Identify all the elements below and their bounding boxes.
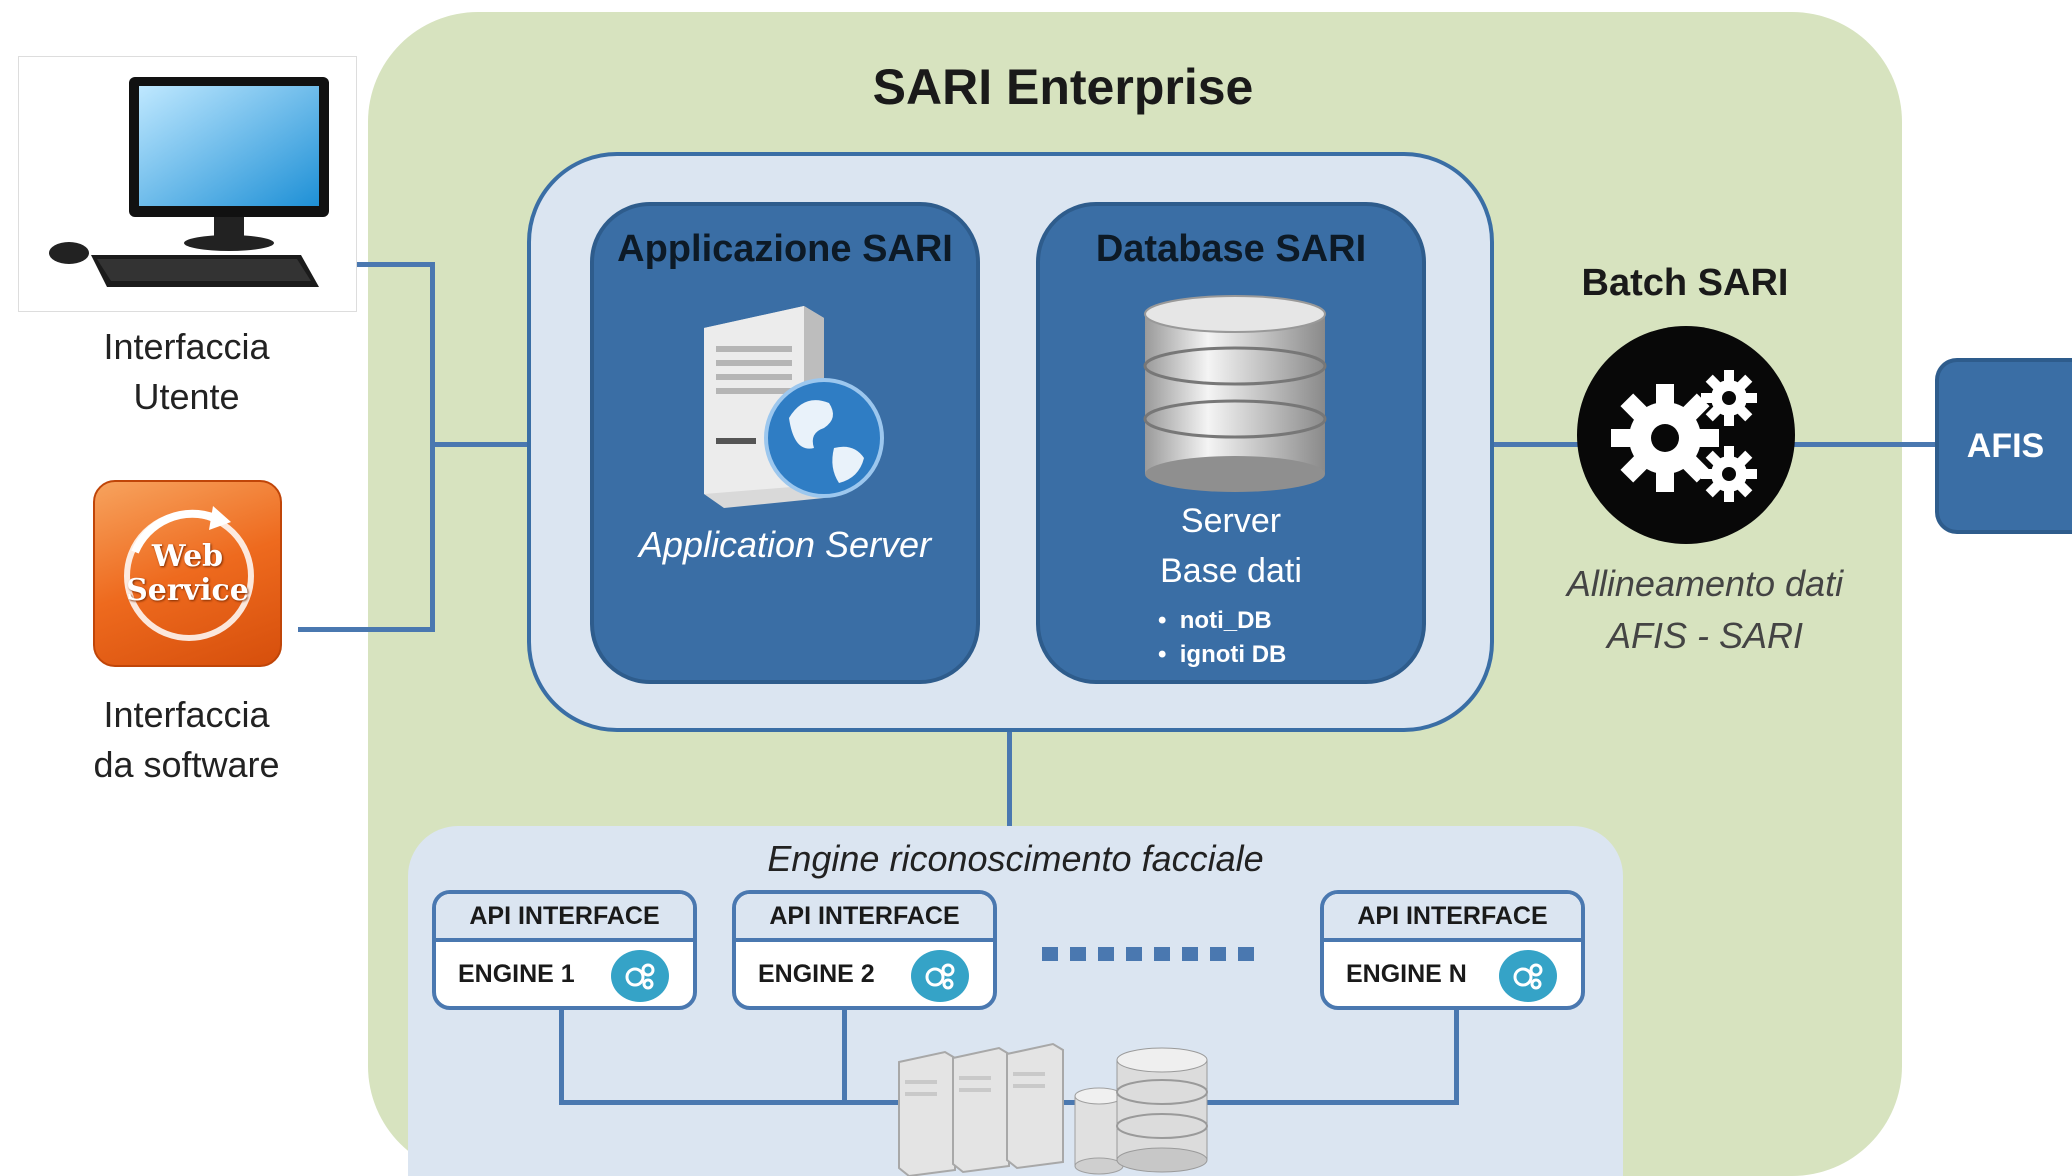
engine-gear-icon (1499, 950, 1557, 1002)
connector-batch-afis (1790, 442, 1940, 447)
afis-box: AFIS (1935, 358, 2072, 534)
application-title: Applicazione SARI (617, 228, 953, 270)
database-icon (1143, 295, 1327, 492)
connector-engineN (1454, 1010, 1459, 1105)
database-bullet-text: ignoti DB (1179, 641, 1287, 668)
pc-image-frame (18, 56, 357, 312)
database-basedati-line: Base dati (1160, 552, 1302, 590)
application-box: Applicazione SARI Application Server (590, 202, 980, 684)
database-bullet-text: noti_DB (1179, 607, 1272, 634)
batch-description: Allineamento dati AFIS - SARI (1510, 558, 1900, 662)
web-service-text: Web Service (126, 539, 249, 608)
connector-core-engines (1007, 732, 1012, 826)
batch-circle (1577, 326, 1795, 544)
engine-api-header: API INTERFACE (736, 894, 993, 942)
database-title: Database SARI (1095, 228, 1367, 270)
engine-api-header: API INTERFACE (1324, 894, 1581, 942)
engines-ellipsis (1042, 947, 1292, 961)
connector-vertical-left (430, 262, 435, 632)
engine-name: ENGINE 2 (758, 960, 875, 988)
engine-card: API INTERFACE ENGINE 1 (432, 890, 697, 1010)
diagram-title: SARI Enterprise (872, 59, 1254, 115)
database-bullet-item: • noti_DB (1158, 607, 1272, 634)
engine-gear-icon (911, 950, 969, 1002)
desktop-computer-icon (49, 77, 329, 287)
application-server-icon (704, 306, 884, 508)
engine-gear-icon (611, 950, 669, 1002)
batch-title: Batch SARI (1581, 262, 1789, 304)
user-interface-label: Interfaccia Utente (103, 326, 270, 417)
engine-card: API INTERFACE ENGINE N (1320, 890, 1585, 1010)
database-bullet-list: • noti_DB • ignoti DB (1158, 604, 1286, 672)
web-service-icon: Web Service (93, 480, 282, 667)
connector-webservice (298, 627, 434, 632)
database-server-line: Server (1180, 502, 1282, 540)
software-interface-label: Interfaccia da software (93, 694, 280, 785)
batch-description-line: Allineamento dati (1566, 563, 1844, 604)
engine-name: ENGINE N (1346, 960, 1467, 988)
connector-pc (298, 262, 434, 267)
engine-api-header: API INTERFACE (436, 894, 693, 942)
engine-name: ENGINE 1 (458, 960, 575, 988)
engine-card: API INTERFACE ENGINE 2 (732, 890, 997, 1010)
engines-title: Engine riconoscimento facciale (767, 838, 1264, 879)
gears-icon (1611, 370, 1757, 502)
database-box: Database SARI Server Base dati • noti_DB… (1036, 202, 1426, 684)
connector-to-app (430, 442, 590, 447)
application-subtitle: Application Server (638, 524, 932, 565)
connector-engine1 (559, 1010, 564, 1105)
connector-core-batch (1494, 442, 1584, 447)
database-bullet-item: • ignoti DB (1158, 641, 1287, 668)
batch-description-line: AFIS - SARI (1606, 615, 1804, 656)
server-cluster-icon (898, 1042, 1208, 1176)
connector-engine2 (842, 1010, 847, 1105)
